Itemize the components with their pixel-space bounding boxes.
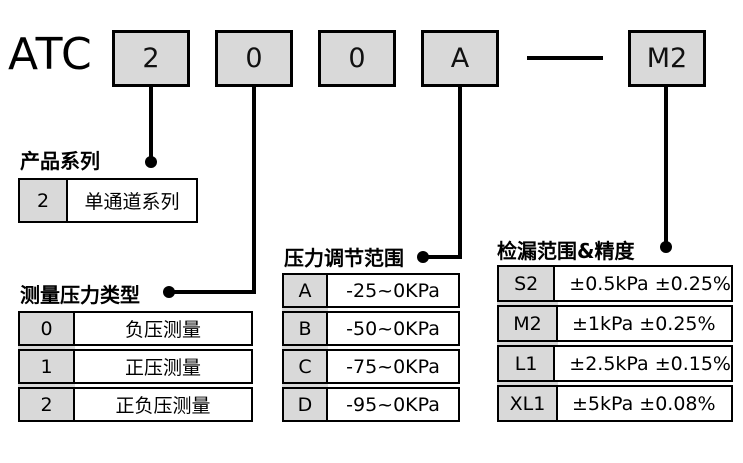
connector-line-adjust-range-h bbox=[421, 255, 462, 259]
table-row: M2 ±1kPa ±0.25% bbox=[497, 305, 733, 342]
connector-line-series bbox=[149, 85, 153, 162]
table-row: A -25~0KPa bbox=[282, 273, 460, 308]
section-title-leak-range: 检漏范围&精度 bbox=[497, 239, 635, 263]
table-row: 2 正负压测量 bbox=[18, 387, 253, 422]
row-key: 1 bbox=[18, 349, 75, 384]
section-title-series: 产品系列 bbox=[20, 149, 100, 173]
series-table: 2 单通道系列 bbox=[18, 178, 198, 226]
connector-dot-series bbox=[145, 156, 157, 168]
section-title-adjust-range: 压力调节范围 bbox=[284, 246, 404, 270]
code-box-series: 2 bbox=[112, 30, 190, 87]
table-row: C -75~0KPa bbox=[282, 349, 460, 384]
code-box-adjust-range: A bbox=[421, 30, 499, 87]
table-row: B -50~0KPa bbox=[282, 311, 460, 346]
row-key: D bbox=[282, 387, 328, 422]
row-key: A bbox=[282, 273, 328, 308]
row-key: M2 bbox=[497, 305, 558, 342]
row-value: 单通道系列 bbox=[66, 178, 198, 223]
connector-dot-leak-range bbox=[660, 241, 672, 253]
row-value: ±5kPa ±0.08% bbox=[556, 385, 733, 422]
table-row: 2 单通道系列 bbox=[18, 178, 198, 223]
connector-dot-pressure-type bbox=[163, 286, 175, 298]
row-key: 0 bbox=[18, 311, 75, 346]
connector-dot-adjust-range bbox=[417, 251, 429, 263]
table-row: L1 ±2.5kPa ±0.15% bbox=[497, 345, 733, 382]
row-value: -95~0KPa bbox=[326, 387, 460, 422]
connector-line-leak-range bbox=[664, 85, 668, 245]
row-key: C bbox=[282, 349, 328, 384]
leak-range-table: S2 ±0.5kPa ±0.25% M2 ±1kPa ±0.25% L1 ±2.… bbox=[497, 265, 733, 425]
table-row: 1 正压测量 bbox=[18, 349, 253, 384]
adjust-range-table: A -25~0KPa B -50~0KPa C -75~0KPa D -95~0… bbox=[282, 273, 460, 425]
row-value: 负压测量 bbox=[73, 311, 253, 346]
row-key: L1 bbox=[497, 345, 556, 382]
table-row: S2 ±0.5kPa ±0.25% bbox=[497, 265, 733, 302]
connector-line-pressure-type-h bbox=[168, 290, 256, 294]
table-row: 0 负压测量 bbox=[18, 311, 253, 346]
connector-line-pressure-type-v bbox=[252, 85, 256, 294]
row-key: 2 bbox=[18, 178, 68, 223]
code-box-reserved: 0 bbox=[318, 30, 396, 87]
row-value: -75~0KPa bbox=[326, 349, 460, 384]
row-key: XL1 bbox=[497, 385, 558, 422]
row-value: ±0.5kPa ±0.25% bbox=[553, 265, 733, 302]
table-row: XL1 ±5kPa ±0.08% bbox=[497, 385, 733, 422]
row-value: ±1kPa ±0.25% bbox=[556, 305, 733, 342]
connector-line-adjust-range-v bbox=[458, 85, 462, 259]
row-value: 正压测量 bbox=[73, 349, 253, 384]
section-title-pressure-type: 测量压力类型 bbox=[20, 283, 140, 307]
code-box-leak-range: M2 bbox=[628, 30, 706, 87]
row-key: S2 bbox=[497, 265, 556, 302]
row-value: 正负压测量 bbox=[73, 387, 253, 422]
row-value: -25~0KPa bbox=[326, 273, 460, 308]
product-prefix: ATC bbox=[8, 29, 93, 80]
row-value: -50~0KPa bbox=[326, 311, 460, 346]
code-box-pressure-type: 0 bbox=[215, 30, 293, 87]
row-key: 2 bbox=[18, 387, 75, 422]
row-value: ±2.5kPa ±0.15% bbox=[553, 345, 733, 382]
pressure-type-table: 0 负压测量 1 正压测量 2 正负压测量 bbox=[18, 311, 253, 425]
row-key: B bbox=[282, 311, 328, 346]
table-row: D -95~0KPa bbox=[282, 387, 460, 422]
separator-dash bbox=[527, 56, 603, 60]
